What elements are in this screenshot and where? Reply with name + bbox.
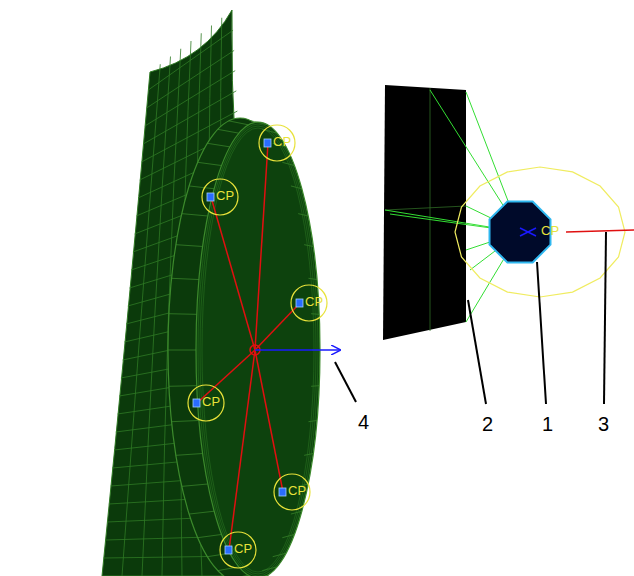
constraint-point-label: CP	[234, 542, 252, 555]
callout-number: 4	[358, 412, 369, 432]
cp-marker	[202, 179, 238, 215]
flange-mesh	[168, 118, 320, 576]
constraint-point-label: CP	[273, 135, 291, 148]
rigid-spokes	[197, 143, 300, 550]
leader-lines	[335, 232, 606, 404]
cp-marker	[220, 532, 256, 568]
cp-marker	[259, 125, 295, 161]
callout-number: 3	[598, 414, 609, 434]
constraint-point-label: CP	[202, 395, 220, 408]
callout-number: 1	[542, 414, 553, 434]
constraint-point-label: CP	[288, 484, 306, 497]
axis-arrow	[255, 349, 340, 351]
constraint-point-label: CP	[305, 295, 323, 308]
constraint-point-label: CP	[541, 224, 559, 237]
constraint-point-label: CP	[216, 189, 234, 202]
callout-number: 2	[482, 414, 493, 434]
cp-marker	[274, 474, 310, 510]
cp-marker	[188, 385, 224, 421]
cp-marker	[291, 285, 327, 321]
detail-view	[383, 85, 634, 340]
